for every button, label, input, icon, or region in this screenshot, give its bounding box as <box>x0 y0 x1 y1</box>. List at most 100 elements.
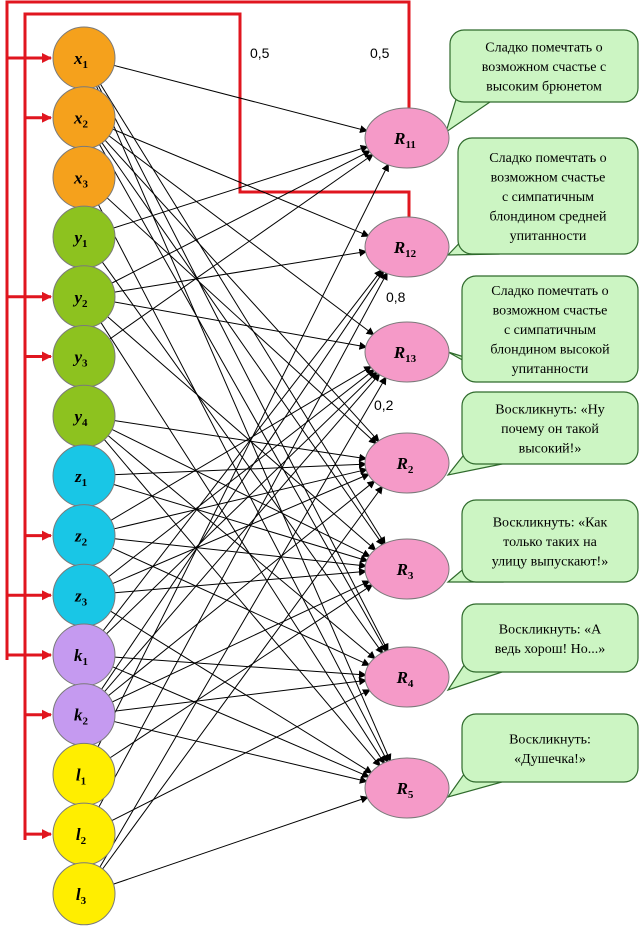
bubble-text-line: почему он такой <box>501 422 599 437</box>
input-node-l3: l3 <box>52 862 116 926</box>
node-label: y1 <box>72 228 87 250</box>
edge-x1-R4 <box>97 85 389 652</box>
edge-x3-R5 <box>98 204 389 763</box>
feedback-lines <box>5 0 411 840</box>
bubble-tail-mask <box>475 648 503 670</box>
bubble-text-line: блондином высокой <box>490 343 610 358</box>
node-label: l3 <box>76 885 87 907</box>
node-label: R3 <box>396 560 414 582</box>
bubble-tail-mask <box>463 78 491 100</box>
edge-y4-R5 <box>103 439 381 767</box>
node-ellipse <box>364 216 450 278</box>
node-ellipse <box>364 432 450 494</box>
edge-k1-R13 <box>106 371 378 635</box>
node-circle <box>52 563 116 627</box>
bubble-text-line: Воскликнуть: <box>509 732 591 747</box>
edge-z3-R3 <box>114 567 367 594</box>
edge-y1-R11 <box>113 144 369 229</box>
node-circle <box>52 802 116 866</box>
input-node-y1: y1 <box>52 205 116 269</box>
node-label: y2 <box>72 288 88 310</box>
bubble-text-line: Воскликнуть: «Ну <box>495 403 604 418</box>
output-node-R11: R11 <box>364 107 450 169</box>
bubble-text-line: улицу выпускают!» <box>492 555 608 570</box>
edge-l2-R4 <box>111 689 371 821</box>
node-circle <box>52 504 116 568</box>
input-node-k2: k2 <box>52 683 116 747</box>
edge-y2-R5 <box>100 322 385 765</box>
edge-k2-R4 <box>114 677 368 712</box>
bubble-R3: Воскликнуть: «Как только таких на улицу вы… <box>446 499 639 583</box>
node-label: z3 <box>74 586 88 608</box>
input-node-x1: x1 <box>52 26 116 90</box>
edge-y2-R11 <box>111 150 371 284</box>
input-node-x3: x3 <box>52 145 116 209</box>
bubble-text-line: Сладко помечтать о <box>491 284 608 299</box>
node-circle <box>52 325 116 388</box>
input-node-z1: z1 <box>52 444 116 508</box>
node-label: R12 <box>393 238 417 260</box>
edge-k1-R4 <box>114 656 367 679</box>
edge-l3-R2 <box>102 485 383 870</box>
node-label: x2 <box>73 109 89 131</box>
bubble-text-line: возможном счастье с <box>482 60 606 75</box>
bubble-tail-mask <box>471 230 499 252</box>
node-circle <box>52 205 116 269</box>
node-label: l2 <box>76 825 87 847</box>
bubble-text-line: Воскликнуть: «Как <box>493 516 608 531</box>
edge-k2-R13 <box>104 373 381 692</box>
edge-k2-R2 <box>108 480 376 697</box>
input-node-l1: l1 <box>52 742 116 806</box>
edge-z2-R13 <box>110 366 373 521</box>
bubble-text-line: Сладко помечтать о <box>485 41 602 56</box>
bubble-text-line: возможном счастье <box>491 171 606 186</box>
bubble-tail-mask <box>475 358 503 380</box>
output-node-R2: R2 <box>364 432 450 494</box>
nodes: x1x2x3y1y2y3y4z1z2z3k1k2l1l2l3R11R12R13R… <box>52 26 450 926</box>
edge-x1-R3 <box>100 83 386 545</box>
feedback-line-r11 <box>5 0 411 660</box>
bubble-text-line: высокий!» <box>519 442 582 457</box>
input-node-y3: y3 <box>52 325 116 388</box>
edge-y2-R3 <box>107 316 377 551</box>
node-circle <box>52 683 116 747</box>
node-ellipse <box>364 321 450 383</box>
node-label: y3 <box>72 348 88 370</box>
node-circle <box>52 265 116 329</box>
edge-z2-R4 <box>112 547 371 666</box>
bubble-R2: Воскликнуть: «Ну почему он такой высокий!» <box>446 391 639 476</box>
output-node-R12: R12 <box>364 216 450 278</box>
node-label: y4 <box>72 407 88 429</box>
edge-x2-R12 <box>112 128 370 238</box>
bubble-text-line: ведь хорош! Но...» <box>495 642 606 657</box>
node-label: R11 <box>393 129 416 151</box>
bubble-text-line: только таких на <box>503 535 598 550</box>
node-label: R5 <box>396 779 414 801</box>
node-ellipse <box>364 757 450 819</box>
node-label: R2 <box>396 454 414 476</box>
bubble-text-line: с симпатичным <box>502 190 594 205</box>
output-node-R13: R13 <box>364 321 450 383</box>
edge-z2-R2 <box>114 467 368 530</box>
node-label: x1 <box>73 49 88 71</box>
output-node-R5: R5 <box>364 757 450 819</box>
output-node-R3: R3 <box>364 538 450 600</box>
bubble-text-line: блондином средней <box>489 210 607 225</box>
bubble-box <box>457 137 639 255</box>
bubble-R5: Воскликнуть:«Душечка!» <box>446 713 639 799</box>
input-node-l2: l2 <box>52 802 116 866</box>
node-circle <box>52 742 116 806</box>
edge-z1-R3 <box>113 484 369 563</box>
edge-x2-R13 <box>108 135 375 336</box>
node-ellipse <box>364 646 450 708</box>
node-label: k1 <box>74 646 88 668</box>
bubble-tail-mask <box>475 758 503 780</box>
weight-label: 0,5 <box>250 45 270 61</box>
edge-x1-R11 <box>113 64 369 134</box>
bubble-box <box>461 499 639 583</box>
edge-k1-R5 <box>112 666 370 778</box>
edge-l3-R5 <box>113 795 369 885</box>
